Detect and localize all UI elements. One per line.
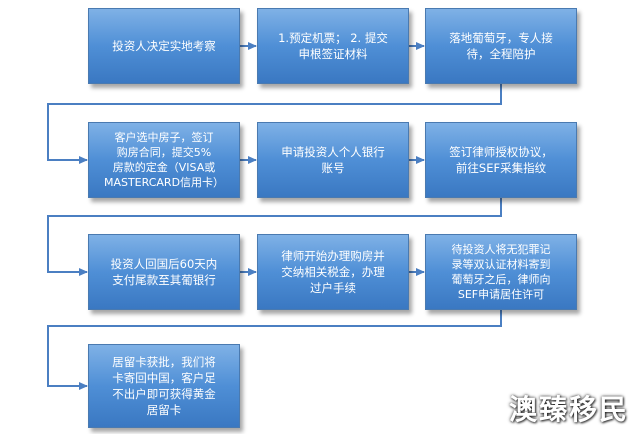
step-8-box: 律师开始办理购房并 交纳相关税金，办理 过户手续 bbox=[257, 234, 409, 310]
watermark-logo-text: 澳臻移民 bbox=[508, 393, 629, 426]
step-9-box: 待投资人将无犯罪记 录等双认证材料寄到 葡萄牙之后，律师向 SEF申请居住许可 bbox=[425, 234, 577, 310]
step-7-box: 投资人回国后60天内 支付尾款至其葡银行 bbox=[88, 234, 240, 310]
step-5-text: 申请投资人个人银行 账号 bbox=[281, 145, 385, 175]
step-8-text: 律师开始办理购房并 交纳相关税金，办理 过户手续 bbox=[281, 249, 385, 295]
step-3-box: 落地葡萄牙，专人接 待，全程陪护 bbox=[425, 8, 577, 84]
step-5-box: 申请投资人个人银行 账号 bbox=[257, 122, 409, 198]
step-4-box: 客户选中房子，签订 购房合同，提交5% 房款的定金（VISA或 MASTERCA… bbox=[88, 122, 240, 198]
step-7-text: 投资人回国后60天内 支付尾款至其葡银行 bbox=[110, 257, 218, 287]
arrow-step9-to-step10 bbox=[47, 310, 502, 390]
step-1-box: 投资人决定实地考察 bbox=[88, 8, 240, 84]
step-10-text: 居留卡获批，我们将 卡寄回中国，客户足 不出户即可获得黄金 居留卡 bbox=[112, 355, 216, 417]
arrow-step3-to-step4 bbox=[47, 84, 502, 164]
step-10-box: 居留卡获批，我们将 卡寄回中国，客户足 不出户即可获得黄金 居留卡 bbox=[88, 344, 240, 428]
arrow-step6-to-step7 bbox=[47, 198, 502, 276]
step-6-text: 签订律师授权协议， 前往SEF采集指纹 bbox=[449, 145, 553, 175]
step-2-box: 1.预定机票； 2. 提交 申根签证材料 bbox=[257, 8, 409, 84]
step-3-text: 落地葡萄牙，专人接 待，全程陪护 bbox=[449, 31, 553, 61]
step-4-text: 客户选中房子，签订 购房合同，提交5% 房款的定金（VISA或 MASTERCA… bbox=[103, 131, 225, 189]
step-2-text: 1.预定机票； 2. 提交 申根签证材料 bbox=[278, 31, 388, 61]
step-6-box: 签订律师授权协议， 前往SEF采集指纹 bbox=[425, 122, 577, 198]
step-1-text: 投资人决定实地考察 bbox=[112, 39, 216, 53]
step-9-text: 待投资人将无犯罪记 录等双认证材料寄到 葡萄牙之后，律师向 SEF申请居住许可 bbox=[451, 243, 551, 301]
